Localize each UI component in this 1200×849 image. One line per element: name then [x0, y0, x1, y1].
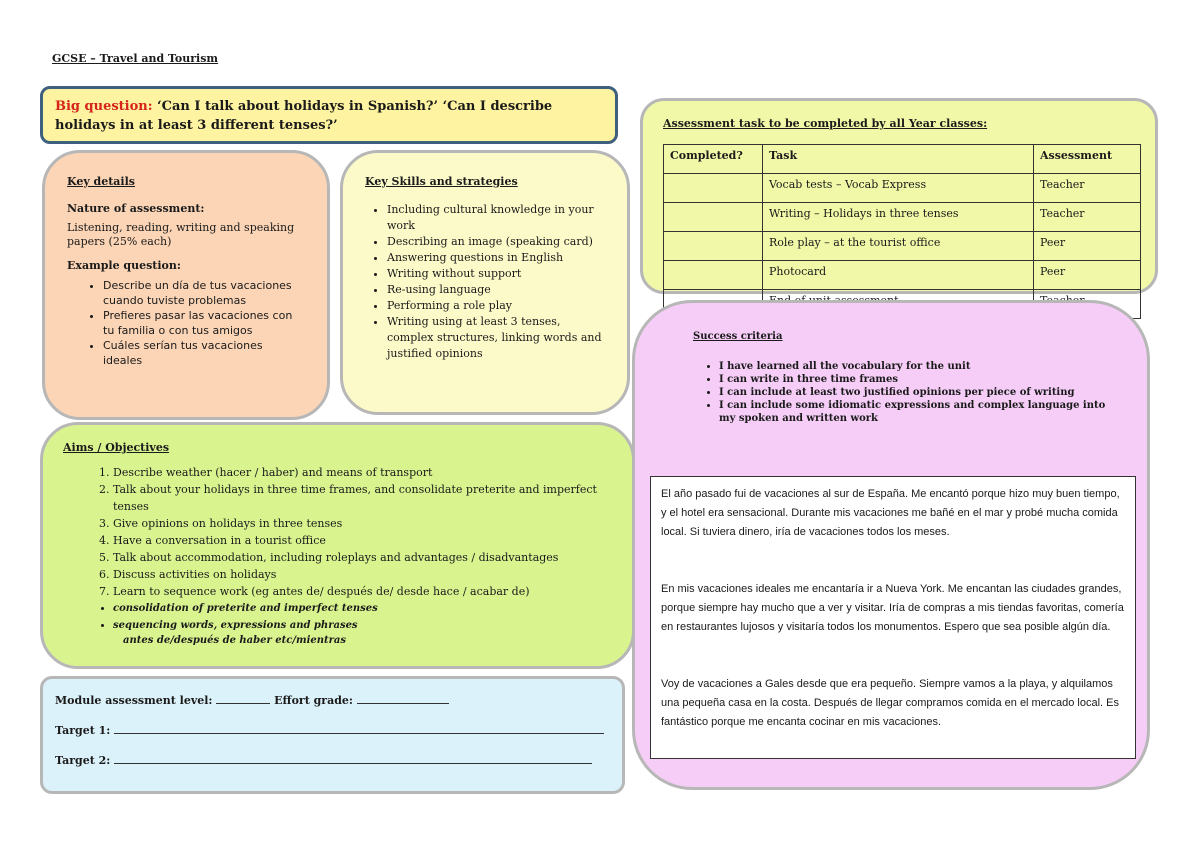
- example-list: Describe un día de tus vacaciones cuando…: [67, 278, 305, 368]
- list-item: Learn to sequence work (eg antes de/ des…: [113, 583, 612, 600]
- module-assessment-panel: Module assessment level: Effort grade: T…: [40, 676, 625, 794]
- page-title: GCSE – Travel and Tourism: [52, 52, 219, 65]
- list-item: Describing an image (speaking card): [387, 234, 605, 250]
- list-item: Prefieres pasar las vacaciones con tu fa…: [103, 308, 305, 338]
- big-question-text: ‘Can I talk about holidays in Spanish?’ …: [55, 99, 553, 133]
- module-level-line: Module assessment level: Effort grade:: [55, 693, 610, 707]
- table-row: Vocab tests – Vocab Express Teacher: [663, 173, 1141, 203]
- key-details-heading: Key details: [67, 175, 135, 188]
- list-item: Give opinions on holidays in three tense…: [113, 515, 612, 532]
- list-item: Re-using language: [387, 282, 605, 298]
- table-header-row: Completed? Task Assessment: [663, 144, 1141, 174]
- aims-objectives-panel: Aims / Objectives Describe weather (hace…: [40, 422, 635, 669]
- success-heading: Success criteria: [693, 331, 783, 342]
- key-details-panel: Key details Nature of assessment: Listen…: [42, 150, 330, 420]
- table-cell: Peer: [1033, 231, 1141, 261]
- table-cell: Vocab tests – Vocab Express: [762, 173, 1034, 203]
- big-question-box: Big question: ‘Can I talk about holidays…: [40, 86, 618, 144]
- effort-grade-field[interactable]: [356, 693, 449, 704]
- list-item: Talk about accommodation, including role…: [113, 549, 612, 566]
- aims-list: Describe weather (hacer / haber) and mea…: [63, 464, 612, 634]
- list-item: Talk about your holidays in three time f…: [113, 481, 612, 515]
- table-cell[interactable]: [663, 231, 763, 261]
- table-cell[interactable]: [663, 202, 763, 232]
- skills-list: Including cultural knowledge in your wor…: [365, 202, 605, 362]
- aims-heading: Aims / Objectives: [63, 441, 170, 454]
- list-item: Writing without support: [387, 266, 605, 282]
- example-heading: Example question:: [67, 259, 181, 272]
- list-item: I can include some idiomatic expressions…: [719, 399, 1111, 425]
- assessment-table: Completed? Task Assessment Vocab tests –…: [663, 144, 1141, 319]
- effort-grade-label: Effort grade:: [274, 694, 353, 707]
- assessment-heading: Assessment task to be completed by all Y…: [663, 117, 988, 130]
- list-item: Describe un día de tus vacaciones cuando…: [103, 278, 305, 308]
- list-item: Performing a role play: [387, 298, 605, 314]
- success-list: I have learned all the vocabulary for th…: [671, 360, 1111, 425]
- list-item: Answering questions in English: [387, 250, 605, 266]
- column-header: Task: [762, 144, 1034, 174]
- big-question-label: Big question:: [55, 99, 153, 114]
- target1-field[interactable]: [114, 723, 605, 734]
- table-cell: Photocard: [762, 260, 1034, 290]
- table-row: Role play – at the tourist office Peer: [663, 231, 1141, 261]
- list-item: Cuáles serían tus vacaciones ideales: [103, 338, 305, 368]
- table-cell: Peer: [1033, 260, 1141, 290]
- aims-extra-line: antes de/después de haber etc/mientras: [123, 635, 346, 646]
- table-cell: Role play – at the tourist office: [762, 231, 1034, 261]
- list-item: Describe weather (hacer / haber) and mea…: [113, 464, 612, 481]
- example-text-1: El año pasado fui de vacaciones al sur d…: [661, 488, 1120, 538]
- table-row: Writing – Holidays in three tenses Teach…: [663, 202, 1141, 232]
- nature-heading: Nature of assessment:: [67, 202, 205, 215]
- list-item: I can write in three time frames: [719, 373, 1111, 386]
- table-cell[interactable]: [663, 173, 763, 203]
- table-cell: Teacher: [1033, 173, 1141, 203]
- target2-label: Target 2:: [55, 754, 111, 767]
- example-text-2: En mis vacaciones ideales me encantaría …: [661, 583, 1124, 633]
- target1-label: Target 1:: [55, 724, 111, 737]
- key-skills-panel: Key Skills and strategies Including cult…: [340, 150, 630, 415]
- table-cell: Teacher: [1033, 202, 1141, 232]
- example-texts-box: El año pasado fui de vacaciones al sur d…: [650, 476, 1136, 759]
- list-item: I have learned all the vocabulary for th…: [719, 360, 1111, 373]
- table-row: Photocard Peer: [663, 260, 1141, 290]
- list-item: Writing using at least 3 tenses, complex…: [387, 314, 605, 362]
- target2-field[interactable]: [114, 753, 593, 764]
- list-item: Have a conversation in a tourist office: [113, 532, 612, 549]
- list-item: Discuss activities on holidays: [113, 566, 612, 583]
- module-level-field[interactable]: [216, 693, 271, 704]
- example-text-3: Voy de vacaciones a Gales desde que era …: [661, 678, 1119, 728]
- target1-line: Target 1:: [55, 723, 610, 737]
- table-cell: Writing – Holidays in three tenses: [762, 202, 1034, 232]
- list-item: consolidation of preterite and imperfect…: [113, 600, 612, 617]
- list-item: sequencing words, expressions and phrase…: [113, 617, 612, 634]
- key-skills-heading: Key Skills and strategies: [365, 175, 518, 188]
- column-header: Assessment: [1033, 144, 1141, 174]
- list-item: Including cultural knowledge in your wor…: [387, 202, 605, 234]
- module-level-label: Module assessment level:: [55, 694, 213, 707]
- column-header: Completed?: [663, 144, 763, 174]
- nature-text: Listening, reading, writing and speaking…: [67, 221, 295, 248]
- assessment-task-panel: Assessment task to be completed by all Y…: [640, 98, 1158, 319]
- target2-line: Target 2:: [55, 753, 610, 767]
- table-cell[interactable]: [663, 260, 763, 290]
- list-item: I can include at least two justified opi…: [719, 386, 1111, 399]
